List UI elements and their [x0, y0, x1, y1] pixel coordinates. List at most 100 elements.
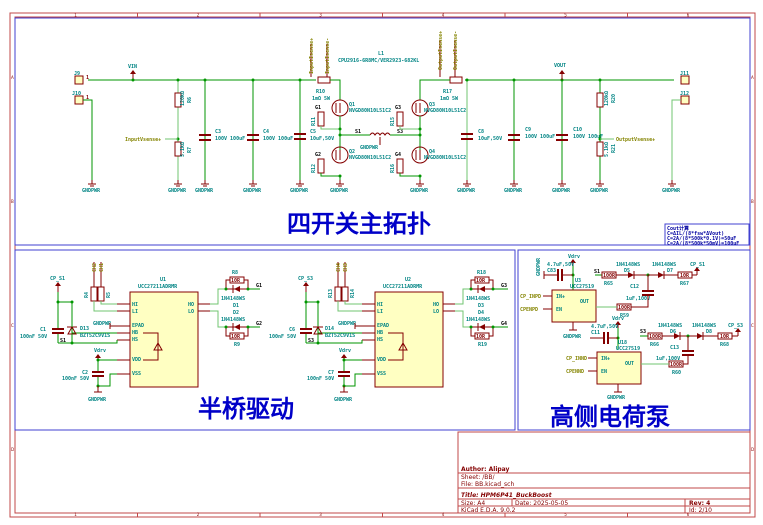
- d1-value: 1N4148WS: [221, 296, 245, 302]
- input-vsense-label: InputVsense+: [125, 137, 161, 143]
- c83-ref: C83: [547, 268, 556, 274]
- frame-column-label: 6: [687, 13, 690, 18]
- c4-value: 100V 100uF: [263, 136, 293, 142]
- u1-pin-vss: VSS: [132, 371, 141, 377]
- ic-u1[interactable]: [129, 291, 199, 388]
- cout-note-line1: C=ΔIL/(8*fsw*ΔVout): [667, 231, 724, 237]
- resistor-r7[interactable]: [174, 141, 182, 157]
- u18-part: UCC27519: [616, 346, 640, 352]
- d13-ref: D13: [80, 326, 89, 332]
- d5-ref: D5: [624, 268, 630, 274]
- connector-j9[interactable]: [74, 75, 84, 85]
- gnd-label: GNDPWR: [662, 188, 681, 194]
- capacitor-c7[interactable]: [338, 371, 350, 377]
- capacitor-c4[interactable]: [247, 134, 259, 141]
- u3-ref: U3: [575, 278, 581, 284]
- resistor-r14[interactable]: [341, 286, 349, 302]
- d3-value: 1N4148WS: [466, 296, 490, 302]
- u1-part: UCC27211ADRMR: [138, 284, 178, 290]
- pump-cp-s3-label: CP_S3: [728, 323, 743, 329]
- resistor-r13[interactable]: [334, 286, 342, 302]
- diode-d6[interactable]: [674, 332, 681, 340]
- d2-ref: D2: [233, 310, 239, 316]
- output-isense-minus-label: OutputIsense-: [453, 31, 459, 70]
- c8-value: 10uF,50V: [478, 136, 502, 142]
- resistor-r9[interactable]: [229, 332, 245, 340]
- capacitor-c2[interactable]: [92, 371, 104, 377]
- u18-vdrv-label: Vdrv: [612, 316, 624, 322]
- shunt-r17[interactable]: [449, 76, 463, 84]
- u1-pin-ho: HO: [188, 302, 194, 308]
- g4-net: G4: [395, 152, 401, 158]
- c7-ref: C7: [328, 370, 334, 376]
- gnd-label: GNDPWR: [410, 188, 429, 194]
- frame-row-label: B: [11, 199, 14, 204]
- u3-pin-en: EN: [556, 307, 562, 313]
- cout-note-line3: C=2A/(8*500k*50mV)=100uF: [667, 241, 739, 247]
- inductor-l1[interactable]: [369, 132, 391, 136]
- u2-pin-ho: HO: [433, 302, 439, 308]
- capacitor-c6[interactable]: [300, 328, 312, 334]
- frame-row-label: B: [751, 199, 754, 204]
- mosfet-q2[interactable]: [331, 146, 349, 164]
- c2-value: 100nF 50V: [62, 376, 89, 382]
- resistor-r16[interactable]: [396, 158, 404, 174]
- mosfet-q1[interactable]: [331, 99, 349, 117]
- title-block-rev: Rev: 4: [689, 500, 710, 507]
- power-stage: J9 J10 1 1 VIN 120kΩ R6 5.1kΩ R7 InputVs…: [72, 31, 750, 247]
- u1-pin-li: LI: [132, 309, 138, 315]
- capacitor-c10[interactable]: [556, 134, 568, 141]
- diode-d8[interactable]: [697, 332, 704, 340]
- frame-column-label: 3: [319, 13, 322, 18]
- c5-ref: C5: [310, 129, 316, 135]
- connector-j10[interactable]: [74, 95, 84, 105]
- capacitor-c11[interactable]: [603, 332, 609, 344]
- resistor-r12[interactable]: [317, 158, 325, 174]
- capacitor-c83[interactable]: [557, 269, 563, 281]
- capacitor-c8[interactable]: [461, 133, 473, 140]
- d1-ref: D1: [233, 303, 239, 309]
- d8-value: 1N4148WS: [692, 323, 716, 329]
- diode-d5[interactable]: [628, 271, 635, 279]
- cout-note-line2: C=2A/(8*500k*0.1V)=50uF: [667, 236, 736, 242]
- gnd-label: GNDPWR: [82, 188, 101, 194]
- mosfet-q4[interactable]: [411, 146, 429, 164]
- gnd-label: GNDPWR: [195, 188, 214, 194]
- u2-pin-hb: HB: [377, 330, 383, 336]
- capacitor-c13[interactable]: [682, 350, 694, 356]
- title-block-size: Size: A4: [461, 500, 485, 507]
- u1-gnd-label: GNDPWR: [88, 397, 107, 403]
- c2-ref: C2: [82, 370, 88, 376]
- connector-j11[interactable]: [680, 75, 690, 85]
- gnd-label: GNDPWR: [168, 188, 187, 194]
- resistor-r11[interactable]: [317, 111, 325, 127]
- resistor-r20[interactable]: [596, 92, 604, 108]
- c4-ref: C4: [263, 129, 269, 135]
- r11-ref: R11: [311, 117, 317, 126]
- resistor-r15[interactable]: [396, 111, 404, 127]
- resistor-r4[interactable]: [90, 286, 98, 302]
- connector-j12[interactable]: [680, 95, 690, 105]
- capacitor-c5[interactable]: [294, 133, 306, 140]
- ic-u2[interactable]: [374, 291, 444, 388]
- capacitor-c1[interactable]: [52, 328, 64, 334]
- r59-ref: R59: [620, 313, 629, 319]
- ic-u18[interactable]: [596, 351, 642, 385]
- resistor-r21[interactable]: [596, 141, 604, 157]
- capacitor-c3[interactable]: [199, 134, 211, 141]
- c7-value: 100nF 50V: [307, 376, 334, 382]
- output-isense-plus-label: OutputIsense+: [438, 31, 444, 70]
- capacitor-c9[interactable]: [508, 134, 520, 141]
- frame-column-label: 1: [74, 13, 77, 18]
- ic-u3[interactable]: [551, 289, 597, 323]
- g1-net: G1: [315, 105, 321, 111]
- shunt-r10[interactable]: [317, 76, 331, 84]
- q3-ref: Q3: [429, 102, 435, 108]
- capacitor-c12[interactable]: [642, 290, 654, 296]
- resistor-r6[interactable]: [174, 92, 182, 108]
- gnd-label: GNDPWR: [290, 188, 309, 194]
- resistor-r19[interactable]: [474, 332, 490, 340]
- resistor-r5[interactable]: [97, 286, 105, 302]
- frame-column-label: 5: [564, 13, 567, 18]
